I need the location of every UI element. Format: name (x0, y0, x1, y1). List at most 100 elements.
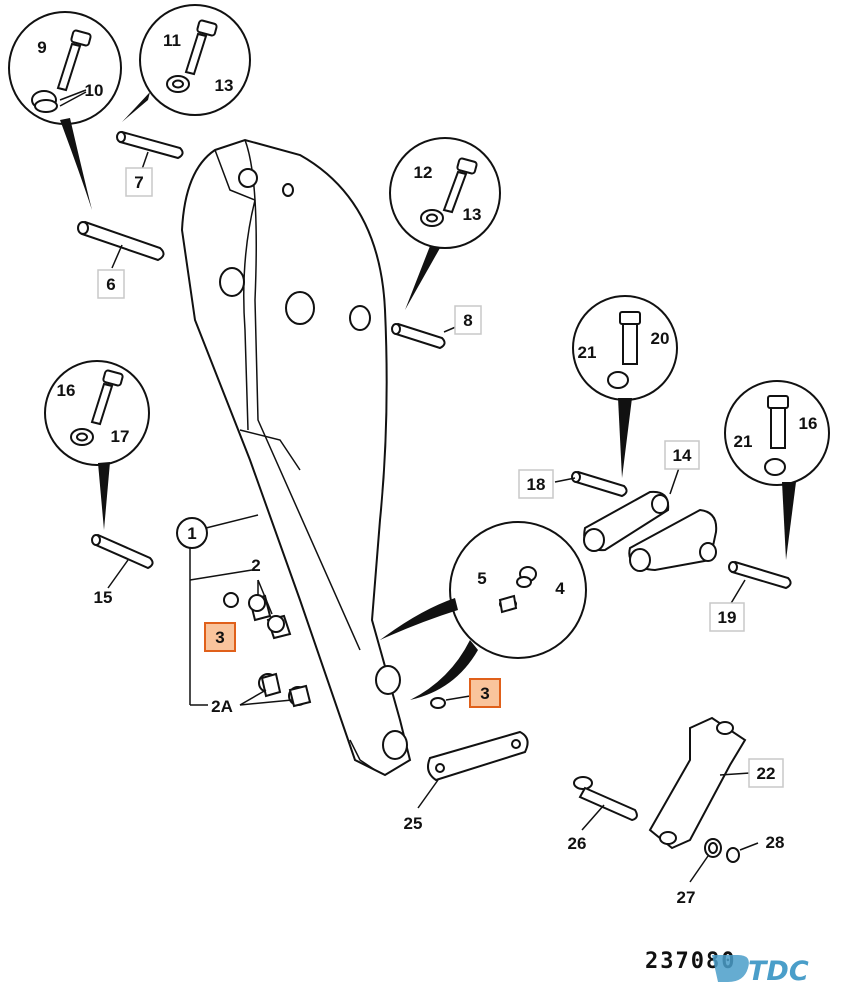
bolt-icon (619, 311, 641, 365)
callout-text: 18 (527, 475, 546, 494)
label-box (748, 758, 784, 788)
callout-text: 21 (578, 343, 597, 362)
callout-text: 20 (651, 329, 670, 348)
nut-icon (764, 458, 786, 476)
callout-text: 14 (673, 446, 692, 465)
label-box (664, 440, 700, 470)
pin-8 (391, 322, 446, 350)
callout-labels: 9101113761213820211617162114181231554193… (37, 31, 817, 907)
callout-text: 21 (734, 432, 753, 451)
callout-text: 22 (757, 764, 776, 783)
callout-22: 22 (748, 758, 784, 788)
callout-text: 4 (555, 579, 565, 598)
callout-17: 17 (111, 427, 130, 446)
seal-3 (430, 697, 446, 709)
callout-text: 6 (106, 275, 115, 294)
bolt-icon (767, 395, 789, 449)
callout-15: 15 (94, 588, 113, 607)
nut-icon (420, 209, 444, 227)
callout-10: 10 (85, 81, 104, 100)
callout-14: 14 (664, 440, 700, 470)
brand-logo: TDC (712, 955, 809, 987)
detail-bubble-bolt-11-13 (122, 4, 251, 122)
callout-25: 25 (404, 814, 423, 833)
callout-text: 19 (718, 608, 737, 627)
nut-icon (166, 75, 190, 93)
callout-text: 12 (414, 163, 433, 182)
callout-13a: 13 (215, 76, 234, 95)
callout-21a: 21 (578, 343, 597, 362)
callout-1: 1 (176, 517, 208, 549)
label-box (454, 305, 482, 335)
callout-text: 3 (215, 628, 224, 647)
label-box (125, 167, 153, 197)
detail-bubble-bolt-9-10 (8, 11, 122, 210)
callout-text: 26 (568, 834, 587, 853)
callout-text: 1 (187, 524, 196, 543)
logo-text: TDC (748, 956, 809, 987)
callout-text: 28 (766, 833, 785, 852)
detail-bubble-bolt-16-17 (44, 360, 150, 530)
callout-text: 17 (111, 427, 130, 446)
callout-20: 20 (651, 329, 670, 348)
detail-bubble-bolt-12-13 (389, 137, 501, 310)
logo-mark-icon (712, 955, 749, 982)
callout-9: 9 (37, 38, 46, 57)
callout-text: 15 (94, 588, 113, 607)
callout-text: 11 (163, 31, 181, 50)
callout-13b: 13 (463, 205, 482, 224)
label-box (709, 602, 745, 632)
bolt-icon (90, 369, 124, 426)
callout-text: 7 (134, 173, 143, 192)
callout-text: 5 (477, 569, 486, 588)
callout-27: 27 (677, 888, 696, 907)
callout-28: 28 (766, 833, 785, 852)
bolt-icon (442, 157, 478, 214)
callout-2: 2 (251, 556, 260, 575)
callout-16a: 16 (57, 381, 76, 400)
callout-3a: 3 (204, 622, 236, 652)
circlip-28 (726, 847, 740, 863)
pin-19 (728, 560, 792, 590)
callout-7: 7 (125, 167, 153, 197)
pin-26 (573, 776, 638, 822)
highlight-box (204, 622, 236, 652)
callout-12: 12 (414, 163, 433, 182)
callout-text: 3 (480, 684, 489, 703)
detail-bubble-grease-nipple-4-5 (380, 521, 587, 700)
pin-6 (77, 220, 165, 262)
callout-text: 8 (463, 311, 472, 330)
label-box (97, 269, 125, 299)
bolt-icon (184, 19, 218, 76)
plate-25 (427, 730, 529, 782)
callout-4: 4 (555, 579, 565, 598)
label-box (518, 469, 554, 499)
callout-text: 16 (57, 381, 76, 400)
callout-19: 19 (709, 602, 745, 632)
callout-text: 25 (404, 814, 423, 833)
grease-nipple-icon (498, 566, 537, 614)
callout-16b: 16 (799, 414, 818, 433)
callout-5: 5 (477, 569, 486, 588)
pin-18 (571, 470, 628, 498)
highlight-box (469, 678, 501, 708)
callout-text: 27 (677, 888, 696, 907)
callout-3b: 3 (469, 678, 501, 708)
bushes-2A (258, 672, 312, 708)
callout-text: 2A (211, 697, 233, 716)
callout-26: 26 (568, 834, 587, 853)
callout-text: 9 (37, 38, 46, 57)
nut-icon (70, 428, 94, 446)
callout-text: 10 (85, 81, 104, 100)
link-assembly-14 (583, 490, 718, 572)
callout-text: 13 (215, 76, 234, 95)
bolt-icon (56, 29, 92, 92)
detail-bubble-bolt-20-21 (572, 295, 678, 478)
callout-21b: 21 (734, 432, 753, 451)
dipper-arm (180, 138, 412, 777)
pin-7 (116, 130, 184, 160)
nut-icon (607, 371, 629, 389)
callout-11: 11 (163, 31, 181, 50)
